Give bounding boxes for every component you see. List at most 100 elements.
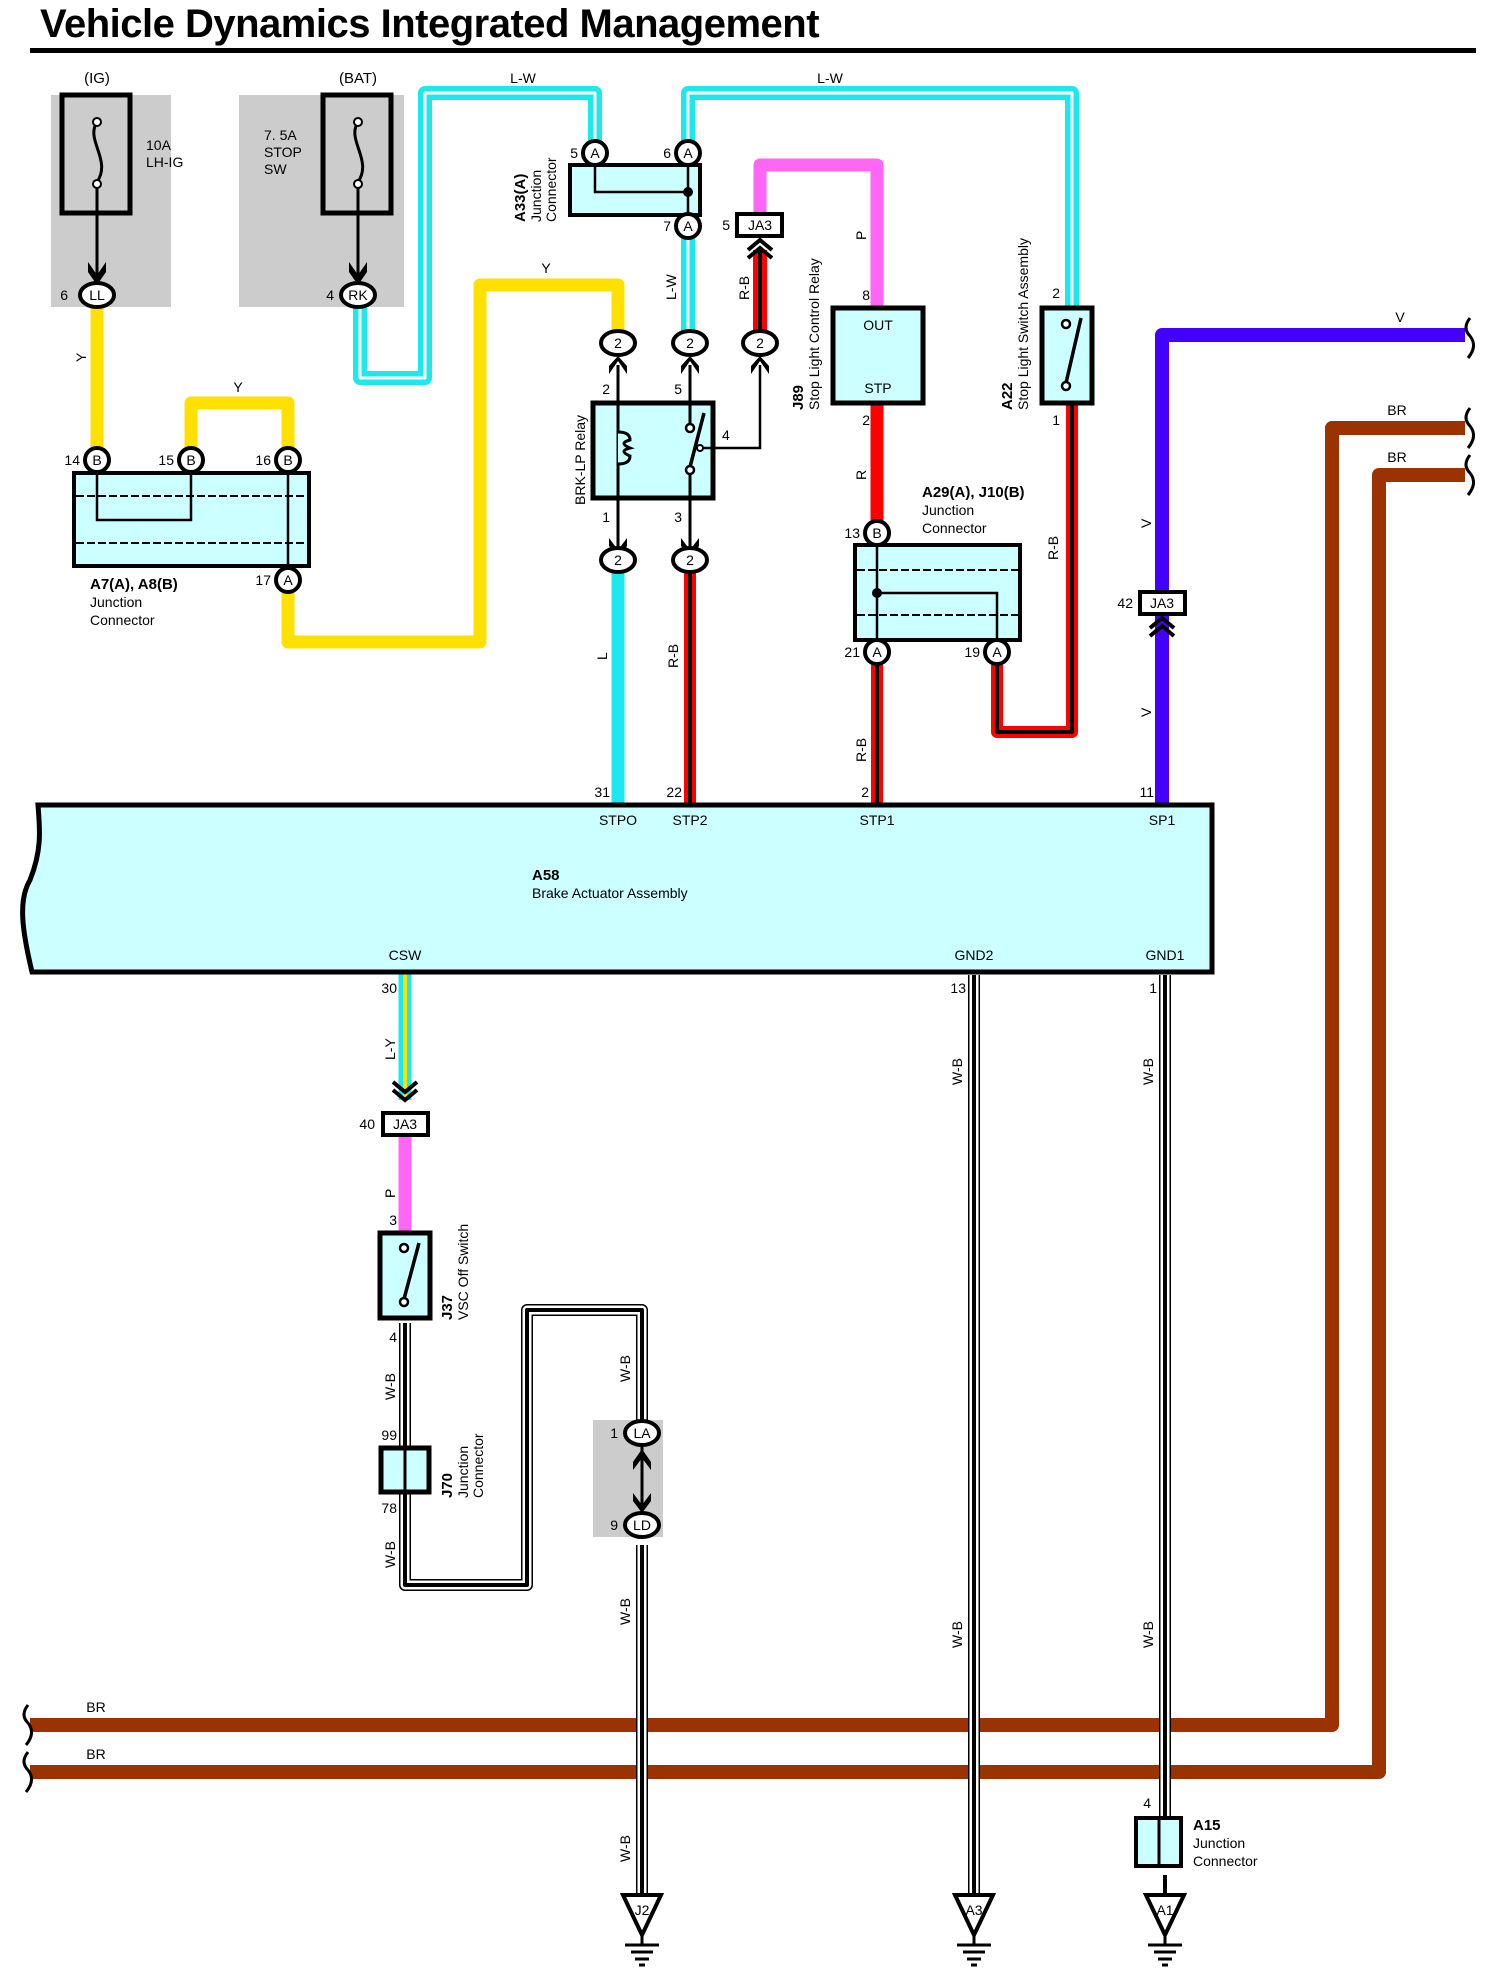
- component-id: A22: [999, 382, 1016, 410]
- wire-label: W-B: [617, 1835, 633, 1862]
- ground-a1: A1: [1142, 1893, 1188, 1967]
- wire-label: Y: [73, 352, 89, 362]
- wire-label: BR: [86, 1746, 105, 1762]
- fuse-name-2: SW: [264, 161, 287, 177]
- fuse-rating: 10A: [146, 137, 172, 153]
- svg-text:A: A: [992, 644, 1002, 660]
- component-id: J89: [790, 385, 807, 410]
- junction-a7-a8: B14 B15 B16 A17 A7(A), A8(B) Junction Co…: [64, 446, 311, 628]
- wire-label: BR: [1387, 449, 1406, 465]
- pin-a29-21: A 21: [844, 638, 891, 666]
- svg-text:1: 1: [1052, 412, 1060, 428]
- ground-label: A3: [965, 1902, 982, 1918]
- svg-text:SP1: SP1: [1149, 812, 1176, 828]
- fuse-name: STOP: [264, 144, 302, 160]
- component-name: Stop Light Control Relay: [806, 258, 822, 410]
- svg-text:STP: STP: [864, 380, 891, 396]
- svg-text:A: A: [872, 644, 882, 660]
- pin-a7-16: B16: [255, 446, 302, 474]
- svg-text:OUT: OUT: [863, 317, 893, 333]
- title-underline: [30, 48, 1476, 53]
- wire-label: Y: [233, 379, 243, 395]
- svg-text:LA: LA: [633, 1425, 651, 1441]
- svg-text:JA3: JA3: [1150, 595, 1174, 611]
- svg-text:A: A: [283, 572, 293, 588]
- svg-text:5: 5: [570, 145, 578, 161]
- wire-label: W-B: [617, 1355, 633, 1382]
- break-icon: [22, 1751, 33, 1793]
- wire-y-a7-to-relay: [281, 278, 625, 649]
- wire-label: W-B: [1140, 1058, 1156, 1085]
- wire-label: R: [853, 470, 869, 480]
- connector-ja3-right: JA3 42: [1117, 590, 1187, 638]
- wire-label: P: [382, 1189, 398, 1198]
- fuse-source: (BAT): [339, 70, 377, 87]
- svg-text:15: 15: [158, 452, 174, 468]
- svg-text:31: 31: [594, 784, 610, 800]
- pin-number: 4: [326, 287, 334, 303]
- svg-text:4: 4: [389, 1329, 397, 1345]
- svg-text:Connector: Connector: [922, 520, 987, 536]
- ground-label: J2: [635, 1902, 650, 1918]
- svg-text:14: 14: [64, 452, 80, 468]
- arrow-up-icon: [751, 356, 769, 374]
- svg-text:21: 21: [844, 644, 860, 660]
- a22-stop-light-switch: 2 1 A22 Stop Light Switch Assembly: [999, 238, 1095, 428]
- svg-text:2: 2: [862, 412, 870, 428]
- svg-text:B: B: [92, 452, 101, 468]
- svg-text:A: A: [590, 145, 600, 161]
- ground-label: A1: [1156, 1902, 1173, 1918]
- wire-label: R-B: [665, 644, 681, 668]
- svg-text:A: A: [683, 145, 693, 161]
- wire-label: V: [1138, 518, 1154, 528]
- svg-text:30: 30: [381, 980, 397, 996]
- wire-p-ja3-to-j89: [753, 158, 884, 310]
- pin-a33-6: A6: [663, 139, 702, 167]
- arrow-up-icon: [681, 356, 699, 374]
- wire-label: Y: [541, 260, 551, 276]
- wire-lw-a33-to-a22: [681, 86, 1079, 310]
- svg-text:STP1: STP1: [859, 812, 894, 828]
- svg-text:11: 11: [1139, 784, 1154, 800]
- ground-icon: [1142, 1893, 1188, 1940]
- svg-text:B: B: [872, 525, 881, 541]
- svg-text:78: 78: [381, 1500, 397, 1516]
- component-id: J70: [439, 1473, 456, 1498]
- wire-label: W-B: [949, 1621, 965, 1648]
- j37-vsc-off-switch: 3 4 J37 VSC Off Switch: [377, 1212, 471, 1345]
- svg-text:2: 2: [686, 335, 694, 351]
- wire-label: V: [1138, 707, 1154, 717]
- arrow-up-icon: [609, 356, 627, 374]
- svg-text:GND2: GND2: [955, 947, 994, 963]
- wire-label: W-B: [382, 1541, 398, 1568]
- svg-text:JA3: JA3: [748, 217, 772, 233]
- ground-a3: A3: [951, 1893, 997, 1967]
- wire-wb-j37-loop: [399, 1304, 648, 1591]
- svg-text:16: 16: [255, 452, 271, 468]
- wire-label: L-W: [817, 70, 843, 86]
- wire-v-sp1: [1155, 328, 1465, 805]
- svg-text:1: 1: [610, 1425, 618, 1441]
- fuse-rating: 7. 5A: [264, 127, 297, 143]
- wire-lw-rk-to-a33: [353, 86, 602, 385]
- connector-la-ld: LA 1 LD 9: [593, 1419, 663, 1539]
- wire-label: W-B: [1140, 1621, 1156, 1648]
- pin-a33-7: A7: [663, 212, 702, 240]
- pin-a33-5: A5: [570, 139, 609, 167]
- diagram-title: Vehicle Dynamics Integrated Management: [40, 2, 820, 46]
- arrow-up-icon: [633, 1449, 651, 1470]
- junction-a33: A5 A6 A7 A33(A) Junction Connector: [512, 139, 702, 240]
- ground-j2: J2: [619, 1893, 665, 1967]
- svg-text:Connector: Connector: [90, 612, 155, 628]
- pin-number: 6: [60, 287, 68, 303]
- fuse-source: (IG): [84, 70, 110, 87]
- svg-text:Junction: Junction: [90, 594, 142, 610]
- component-name: VSC Off Switch: [455, 1224, 471, 1320]
- svg-text:Junction: Junction: [922, 502, 974, 518]
- a58-brake-actuator-assembly: A58 Brake Actuator Assembly STPO STP2 ST…: [20, 784, 1215, 996]
- wire-label: L-Y: [382, 1038, 398, 1060]
- chevron-up-icon: [1148, 615, 1176, 638]
- arrow-down-icon: [88, 262, 106, 285]
- svg-text:2: 2: [602, 381, 610, 397]
